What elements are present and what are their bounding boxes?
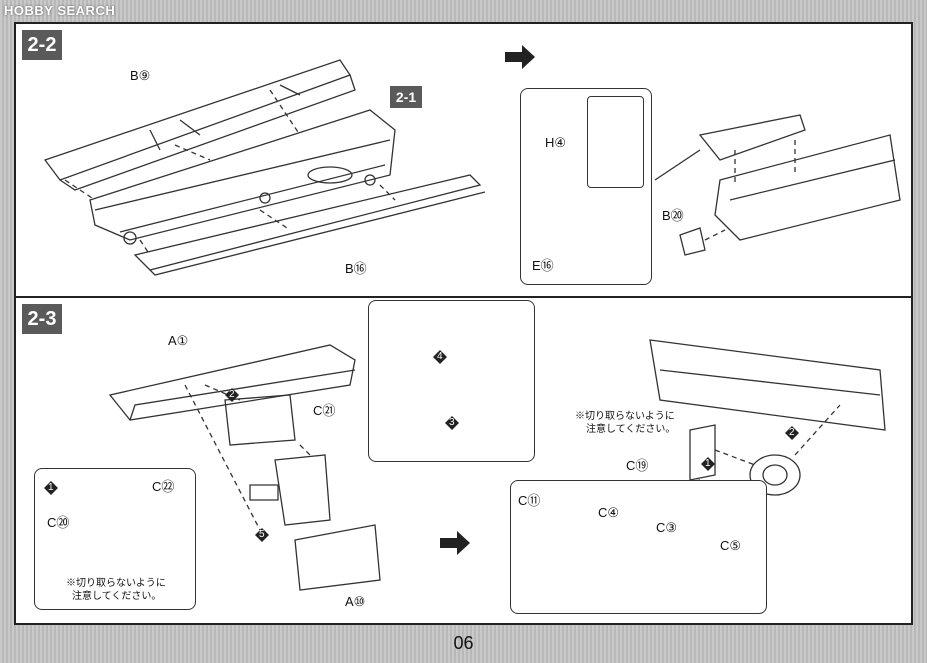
part-label-c19: C⑲	[626, 458, 649, 473]
step-2-2-badge: 2-2	[22, 30, 62, 60]
marker-5-text: 5	[259, 529, 265, 540]
part-label-c4: C④	[598, 505, 620, 520]
section-arrow-top	[505, 45, 535, 69]
part-label-b9: B⑨	[130, 68, 151, 83]
inset-2-3-left	[34, 468, 196, 610]
part-label-c20: C⑳	[47, 515, 70, 530]
marker-1-left-text: 1	[48, 482, 54, 493]
inset-2-3-top	[368, 300, 535, 462]
marker-2-right-text: 2	[789, 427, 795, 438]
note-right-line1: ※切り取らないように	[575, 411, 675, 422]
part-hull-body	[89, 109, 396, 241]
note-left-line1: ※切り取らないように	[66, 578, 166, 589]
part-label-a1: A①	[168, 333, 189, 348]
part-label-c3: C③	[656, 520, 678, 535]
marker-3-text: 3	[449, 417, 455, 428]
step-2-1-badge: 2-1	[390, 86, 422, 108]
part-a1-frame	[108, 344, 356, 421]
marker-4-text: 4	[437, 351, 443, 362]
marker-2-text: 2	[229, 389, 235, 400]
part-label-c21: C㉑	[313, 403, 336, 418]
part-a10	[294, 524, 381, 591]
part-label-c5: C⑤	[720, 538, 742, 553]
section-arrow-bottom	[440, 531, 470, 555]
inset-2-2-closeup	[587, 96, 644, 188]
inset-2-3-right	[510, 480, 767, 614]
marker-1-right-text: 1	[705, 458, 711, 469]
note-right-line2: 注意してください。	[586, 424, 676, 435]
part-label-e16: E⑯	[532, 258, 554, 273]
section-divider	[14, 296, 913, 298]
part-label-c11: C⑪	[518, 493, 541, 508]
watermark: HOBBY SEARCH	[4, 3, 116, 18]
part-label-a10: A⑩	[345, 594, 366, 609]
page-number: 06	[453, 633, 474, 653]
part-label-h4: H④	[545, 135, 567, 150]
part-label-b20: B⑳	[662, 208, 684, 223]
note-left-line2: 注意してください。	[72, 591, 162, 602]
step-2-3-badge: 2-3	[22, 304, 62, 334]
part-label-b16: B⑯	[345, 261, 367, 276]
part-b16-rail	[133, 174, 482, 271]
part-b9-rail	[43, 59, 352, 181]
part-label-c22: C㉒	[152, 479, 175, 494]
